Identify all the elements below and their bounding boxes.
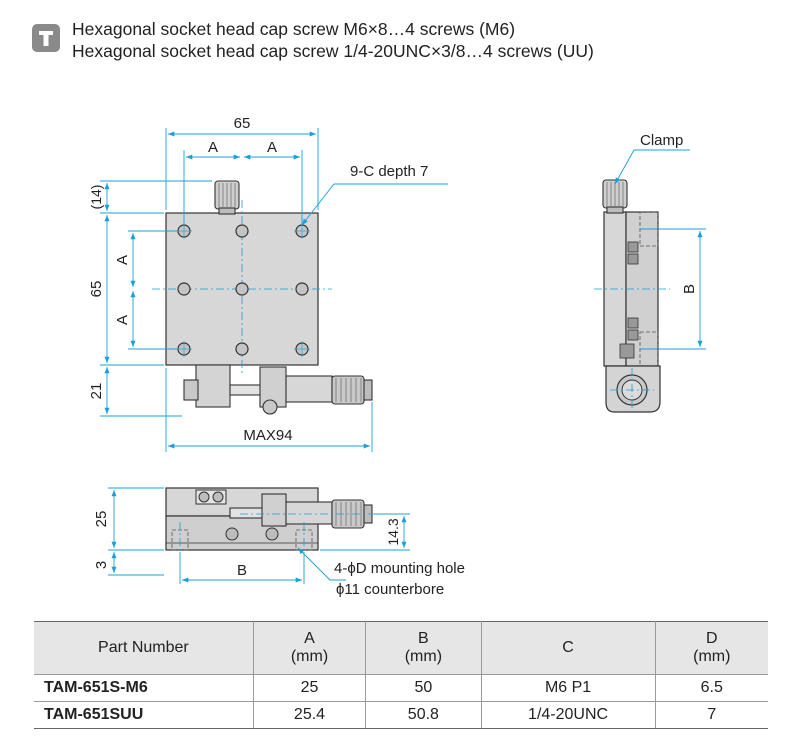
- screw-note-line-2: Hexagonal socket head cap screw 1/4-20UN…: [72, 41, 594, 61]
- mount-callout-2: ϕ11 counterbore: [336, 581, 444, 598]
- clamp-knob-side: [602, 179, 628, 214]
- cell-b: 50.8: [365, 701, 482, 729]
- dim-b-front: B: [237, 562, 247, 579]
- side-view: Clamp B: [594, 132, 706, 413]
- cell-a: 25: [252, 674, 367, 702]
- hole-callout: 9-C depth 7: [350, 163, 428, 180]
- cell-d: 6.5: [654, 674, 768, 702]
- table-row: TAM-651S-M6 25 50 M6 P1 6.5: [34, 674, 768, 702]
- header-part-number: Part Number: [34, 621, 254, 675]
- dim-25: 25: [93, 511, 110, 528]
- header-c: C: [480, 621, 656, 675]
- screw-cap-icon: [32, 24, 60, 52]
- spec-table-header: Part Number A(mm) B(mm) C D(mm): [34, 621, 768, 675]
- mount-callout-1: 4-ϕD mounting hole: [334, 560, 465, 577]
- spec-table: Part Number A(mm) B(mm) C D(mm) TAM-651S…: [34, 621, 768, 729]
- header-a: A(mm): [252, 621, 367, 675]
- top-view: 65 A A 9-C depth 7 (14) 65 A A 21 MAX94: [88, 115, 448, 452]
- dim-14-3: 14.3: [385, 518, 401, 545]
- dim-b-side: B: [681, 284, 698, 294]
- cell-part-number: TAM-651SUU: [34, 701, 254, 729]
- cell-d: 7: [654, 701, 768, 729]
- dim-a-right: A: [267, 139, 277, 156]
- dim-a-upper: A: [114, 255, 131, 265]
- clamp-label: Clamp: [640, 132, 683, 149]
- cell-c: M6 P1: [480, 674, 656, 702]
- dim-max94: MAX94: [243, 427, 292, 444]
- dim-21: 21: [88, 383, 105, 400]
- table-row: TAM-651SUU 25.4 50.8 1/4-20UNC 7: [34, 701, 768, 729]
- micrometer-top: [183, 364, 373, 415]
- cell-b: 50: [365, 674, 482, 702]
- cell-c: 1/4-20UNC: [480, 701, 656, 729]
- header-b: B(mm): [365, 621, 482, 675]
- dim-65-width: 65: [234, 115, 251, 132]
- clamp-knob-top: [214, 180, 240, 215]
- dim-3: 3: [93, 561, 110, 569]
- dim-65-height: 65: [88, 281, 105, 298]
- dim-a-left: A: [208, 139, 218, 156]
- cell-a: 25.4: [252, 701, 367, 729]
- technical-drawing: 65 A A 9-C depth 7 (14) 65 A A 21 MAX94: [88, 115, 706, 598]
- front-view: 25 3 14.3 B 4-ϕD mounting hole ϕ11 count…: [93, 487, 465, 598]
- screw-note-line-1: Hexagonal socket head cap screw M6×8…4 s…: [72, 19, 516, 39]
- dim-a-lower: A: [114, 315, 131, 325]
- header-d: D(mm): [654, 621, 768, 675]
- dim-14: (14): [88, 185, 104, 210]
- cell-part-number: TAM-651S-M6: [34, 674, 254, 702]
